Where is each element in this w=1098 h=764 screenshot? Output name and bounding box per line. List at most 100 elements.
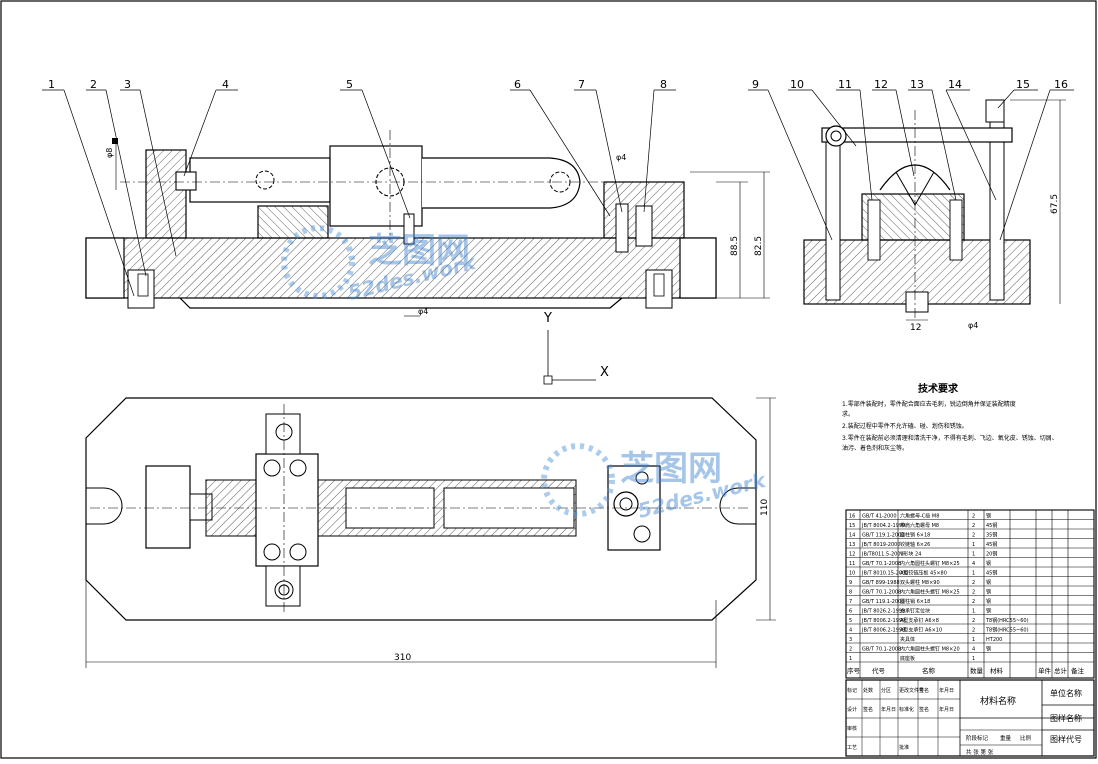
balloon-8: 8: [660, 78, 667, 91]
dim-front-h2: 82.5: [754, 236, 764, 256]
tb-scale: 比例: [1020, 734, 1032, 742]
bom-cell-name: 六角螺母-C级 M8: [900, 513, 939, 520]
bom-cell-name: 铰链轴 6×26: [900, 541, 930, 548]
dim-side-h: 67.5: [1050, 194, 1060, 214]
bom-header-qty: 数量: [970, 666, 984, 675]
bom-cell-code: GB/T 899-1988: [862, 580, 900, 586]
balloon-10: 10: [790, 78, 804, 91]
plan-view: 310 110: [85, 397, 776, 668]
tb-cell: 年月日: [881, 706, 896, 713]
bom-cell-code: JB/T 8004.2-1999: [861, 523, 905, 529]
bom-cell-name: 带肩六角螺母 M8: [900, 522, 939, 529]
bom-cell-code: GB/T 119.1-2000: [862, 599, 904, 605]
bom-cell-qty: 2: [972, 514, 975, 520]
bom-cell-no: 5: [849, 618, 852, 624]
tb-material: 材料名称: [980, 695, 1016, 707]
tb-drawing-no: 图样代号: [1050, 734, 1082, 744]
ucs-icon: Y X: [543, 311, 609, 385]
bom-cell-code: GB/T 70.1-2008: [862, 590, 901, 596]
tb-cell: 分区: [881, 687, 891, 694]
bom-cell-no: 6: [849, 609, 852, 615]
bom-cell-no: 13: [849, 542, 855, 548]
watermark-cn-1: 芝图网: [368, 231, 470, 271]
bom-cell-no: 16: [849, 514, 855, 520]
bom-cell-name: A型支承钉 A6×10: [900, 627, 942, 634]
bom-cell-qty: 1: [972, 609, 975, 615]
bom-cell-no: 9: [849, 580, 852, 586]
balloon-1: 1: [48, 78, 55, 91]
bom-cell-no: 15: [849, 523, 855, 529]
tech-note-line-1: 1.零部件装配时，零件配合面应去毛刺，锐边倒角并保证装配精度: [842, 400, 1016, 408]
tb-drawing-name: 图样名称: [1050, 713, 1082, 723]
tech-note-line-4: 3.零件在装配前必须清理和清洗干净，不得有毛刺、飞边、氧化皮、锈蚀、切屑、: [842, 434, 1058, 442]
bom-cell-name: 圆柱销 6×18: [900, 598, 930, 605]
bom-header-no: 序号: [847, 666, 861, 675]
tb-cell: 签名: [863, 706, 873, 713]
bom-cell-no: 4: [849, 628, 852, 634]
bom-cell-no: 12: [849, 552, 855, 558]
bom-cell-no: 14: [849, 533, 855, 539]
tb-cell: 签名: [919, 706, 929, 713]
bom-cell-name: 圆柱销 6×18: [900, 532, 930, 539]
bom-cell-mat: 35钢: [986, 532, 997, 539]
tb-cell: 设计: [847, 706, 857, 713]
bom-cell-name: 内六角圆柱头螺钉 M8×20: [900, 646, 960, 653]
tb-cell: 标准化: [899, 706, 914, 713]
bom-cell-mat: T8钢(HRC55~60): [985, 627, 1029, 634]
bom-cell-mat: HT200: [986, 637, 1002, 643]
bom-cell-name: A型支承钉 A6×8: [900, 617, 939, 624]
bom-cell-code: JB/T 8010.15-2000: [861, 571, 908, 577]
bom-cell-qty: 4: [972, 561, 975, 567]
bom-cell-qty: 2: [972, 618, 975, 624]
bom-cell-mat: 20钢: [986, 551, 997, 558]
front-view: 88.5 82.5 φ8 φ4 φ4: [85, 130, 770, 317]
dim-phi-c: φ4: [418, 307, 428, 316]
tech-notes: 技术要求 1.零部件装配时，零件配合面应去毛刺，锐边倒角并保证装配精度 求。 2…: [842, 382, 1058, 452]
bom-cell-no: 7: [849, 599, 852, 605]
bom-cell-code: JB/T 8006.2-1999: [861, 618, 905, 624]
balloon-9: 9: [752, 78, 759, 91]
bom-cell-no: 3: [849, 637, 852, 643]
bom-cell-name: 底座板: [900, 655, 915, 662]
bom-cell-name: 双头螺柱 M8×90: [900, 579, 940, 586]
balloon-16: 16: [1054, 78, 1068, 91]
bom-cell-qty: 2: [972, 628, 975, 634]
bom-cell-no: 8: [849, 590, 852, 596]
bom-cell-code: JB/T 8019-2000: [861, 542, 901, 548]
bom-cell-code: GB/T 41-2000: [862, 514, 897, 520]
tech-note-line-2: 求。: [842, 410, 854, 418]
bom-cell-mat: 钢: [986, 560, 991, 567]
bom-header-unit: 单件: [1038, 666, 1052, 675]
bom-cell-mat: 钢: [986, 608, 991, 615]
bom-cell-no: 2: [849, 647, 852, 653]
bom-cell-name: 内六角圆柱头螺钉 M8×25: [900, 560, 960, 567]
tb-stage: 阶段标记: [966, 734, 989, 742]
balloon-14: 14: [948, 78, 962, 91]
bom-cell-name: V形块 24: [900, 551, 921, 558]
tb-sheets: 共 张 第 张: [966, 748, 994, 756]
tb-weight: 重量: [1000, 734, 1012, 742]
bom-cell-qty: 2: [972, 599, 975, 605]
balloon-5: 5: [346, 78, 353, 91]
bom-cell-no: 11: [849, 561, 855, 567]
tb-cell: 处数: [863, 687, 873, 694]
bom-cell-mat: T8钢(HRC55~60): [985, 617, 1029, 624]
balloon-3: 3: [124, 78, 131, 91]
bom-cell-name: 支承钉定位块: [900, 608, 930, 615]
bom-cell-mat: 钢: [986, 513, 991, 520]
bom-cell-qty: 4: [972, 647, 975, 653]
bom-header-total: 总计: [1054, 666, 1068, 675]
bom-cell-qty: 1: [972, 552, 975, 558]
bom-cell-code: JB/T 8026.2-1999: [861, 609, 905, 615]
ucs-y-label: Y: [543, 311, 552, 326]
dim-plan-length: 310: [394, 653, 411, 663]
bom-header-code: 代号: [872, 666, 886, 675]
watermark-cn-2: 芝图网: [620, 449, 722, 489]
balloon-12: 12: [874, 78, 888, 91]
tb-cell: 年月日: [939, 706, 954, 713]
balloon-4: 4: [222, 78, 229, 91]
balloon-13: 13: [910, 78, 924, 91]
